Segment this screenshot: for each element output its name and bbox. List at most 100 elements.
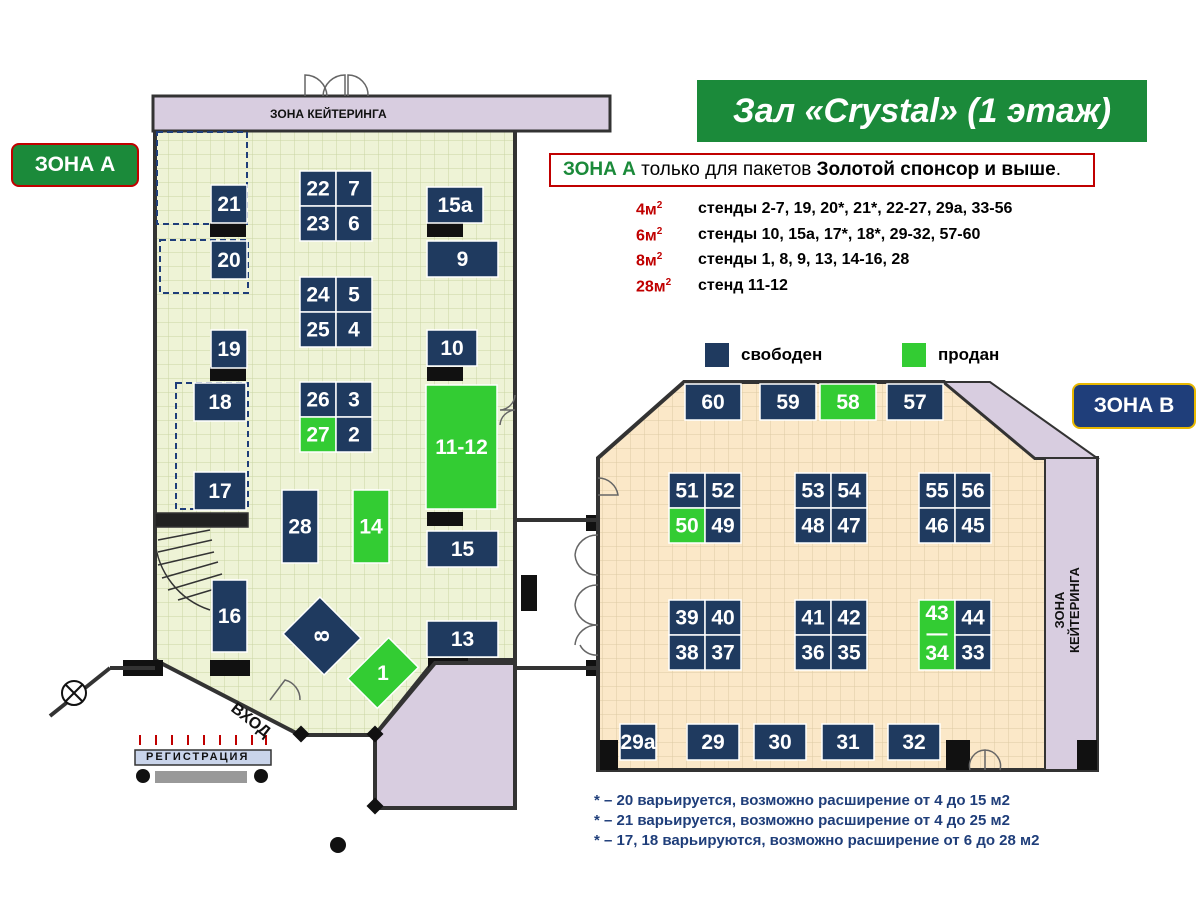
booth-57[interactable]: 57 [886, 383, 944, 421]
booth-2[interactable]: 2 [335, 416, 373, 453]
booth-15а[interactable]: 15а [426, 186, 484, 224]
booth-rect [210, 240, 248, 280]
booth-37[interactable]: 37 [704, 634, 742, 671]
booth-26[interactable]: 26 [299, 381, 337, 418]
booth-17[interactable]: 17 [193, 471, 247, 511]
booth-number: 26 [306, 389, 329, 412]
booth-60[interactable]: 60 [684, 383, 742, 421]
booth-13[interactable]: 13 [426, 620, 499, 658]
booth-20[interactable]: 20 [210, 240, 248, 280]
booth-58[interactable]: 58 [819, 383, 877, 421]
booth-29[interactable]: 29 [686, 723, 740, 761]
booth-rect [686, 723, 740, 761]
booth-55[interactable]: 55 [918, 472, 956, 509]
booth-22[interactable]: 22 [299, 170, 337, 207]
booth-25[interactable]: 25 [299, 311, 337, 348]
booth-16[interactable]: 16 [211, 579, 248, 653]
booth-19[interactable]: 19 [210, 329, 248, 369]
booth-40[interactable]: 40 [704, 599, 742, 636]
booth-number: 6 [348, 213, 360, 236]
booth-50[interactable]: 50 [668, 507, 706, 544]
booth-5[interactable]: 5 [335, 276, 373, 313]
booth-11-12[interactable]: 11-12 [425, 384, 498, 510]
booth-33[interactable]: 33 [954, 634, 992, 671]
booth-rect [281, 489, 319, 564]
booth-23[interactable]: 23 [299, 205, 337, 242]
booth-rect [668, 599, 706, 636]
booth-41[interactable]: 41 [794, 599, 832, 636]
booth-7[interactable]: 7 [335, 170, 373, 207]
booth-56[interactable]: 56 [954, 472, 992, 509]
booth-46[interactable]: 46 [918, 507, 956, 544]
booth-number: 47 [837, 515, 860, 538]
booth-30[interactable]: 30 [753, 723, 807, 761]
booth-52[interactable]: 52 [704, 472, 742, 509]
catering-corner [941, 381, 1101, 459]
booth-10[interactable]: 10 [426, 329, 478, 367]
booth-rect [954, 634, 992, 671]
booth-4[interactable]: 4 [335, 311, 373, 348]
booth-8[interactable]: 8 [282, 596, 362, 676]
booth-27[interactable]: 27 [299, 416, 337, 453]
booth-38[interactable]: 38 [668, 634, 706, 671]
booth-3[interactable]: 3 [335, 381, 373, 418]
booth-15[interactable]: 15 [426, 530, 499, 568]
staircase-icon [154, 512, 249, 611]
booth-28[interactable]: 28 [281, 489, 319, 564]
registration-label: РЕГИСТРАЦИЯ [146, 751, 250, 763]
booth-number: 18 [208, 391, 232, 414]
booth-rect [794, 472, 832, 509]
compass-icon [61, 680, 87, 706]
booth-35[interactable]: 35 [830, 634, 868, 671]
booth-number: 59 [776, 391, 799, 414]
booth-number: 23 [306, 213, 329, 236]
zone-b-badge: ЗОНА В [1072, 383, 1196, 429]
booth-29а[interactable]: 29а [619, 723, 657, 761]
booth-31[interactable]: 31 [821, 723, 875, 761]
booth-53[interactable]: 53 [794, 472, 832, 509]
booth-number: 4 [348, 319, 360, 342]
booth-45[interactable]: 45 [954, 507, 992, 544]
booth-number: 38 [675, 642, 699, 665]
booth-1[interactable]: 1 [346, 636, 420, 710]
booth-rect [684, 383, 742, 421]
booth-number: 13 [451, 628, 474, 651]
booth-44[interactable]: 44 [954, 599, 992, 636]
booth-21[interactable]: 21 [210, 184, 248, 224]
booth-32[interactable]: 32 [887, 723, 941, 761]
booth-number: 3 [348, 389, 360, 412]
lower-room [373, 661, 517, 810]
booth-42[interactable]: 42 [830, 599, 868, 636]
booth-rect [918, 507, 956, 544]
booth-number: 31 [836, 731, 860, 754]
booth-9[interactable]: 9 [426, 240, 499, 278]
booth-48[interactable]: 48 [794, 507, 832, 544]
booth-18[interactable]: 18 [193, 382, 247, 422]
booth-43-34[interactable]: 43—34 [918, 599, 956, 671]
booth-rect [830, 599, 868, 636]
booth-14[interactable]: 14 [352, 489, 390, 564]
booth-59[interactable]: 59 [759, 383, 817, 421]
booth-47[interactable]: 47 [830, 507, 868, 544]
booth-number: 9 [457, 248, 469, 271]
booth-number: 11-12 [435, 436, 488, 459]
booth-39[interactable]: 39 [668, 599, 706, 636]
booth-51[interactable]: 51 [668, 472, 706, 509]
booth-rect [704, 472, 742, 509]
catering-label-top: ЗОНА КЕЙТЕРИНГА [270, 107, 387, 121]
booth-rect [887, 723, 941, 761]
booth-rect [282, 596, 362, 676]
booth-number: 29 [701, 731, 724, 754]
booth-6[interactable]: 6 [335, 205, 373, 242]
booth-24[interactable]: 24 [299, 276, 337, 313]
corner-markers [292, 725, 384, 853]
booth-number: 14 [359, 516, 383, 539]
booth-36[interactable]: 36 [794, 634, 832, 671]
booth-rect [954, 599, 992, 636]
booth-54[interactable]: 54 [830, 472, 868, 509]
booth-49[interactable]: 49 [704, 507, 742, 544]
catering-area-top [151, 94, 612, 133]
booth-number: 48 [801, 515, 825, 538]
booth-number: 55 [925, 480, 949, 503]
